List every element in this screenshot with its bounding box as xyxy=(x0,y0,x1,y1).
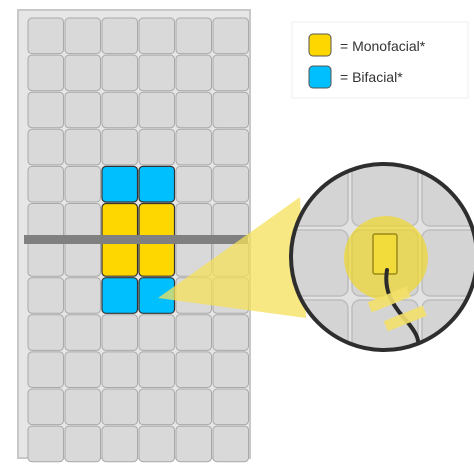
panel-cell xyxy=(213,352,249,388)
panel-cell xyxy=(213,426,249,462)
legend-swatch-bifacial xyxy=(309,66,331,88)
panel-cell xyxy=(176,426,212,462)
panel-cell xyxy=(176,204,212,240)
panel-cell xyxy=(176,18,212,54)
panel-cell-monofacial xyxy=(102,241,138,277)
magnified-cell xyxy=(282,370,348,436)
panel-cell xyxy=(176,389,212,425)
panel-cell xyxy=(65,389,101,425)
panel-cell xyxy=(65,166,101,202)
panel-cell xyxy=(28,278,64,314)
panel-cell xyxy=(213,92,249,128)
magnified-cell xyxy=(352,300,418,366)
panel-cell xyxy=(28,426,64,462)
panel-cell-monofacial xyxy=(139,204,175,240)
panel-cell xyxy=(28,166,64,202)
panel-cell xyxy=(65,278,101,314)
magnified-cell xyxy=(352,370,418,436)
panel-cell xyxy=(176,352,212,388)
panel-cell xyxy=(65,55,101,91)
panel-cell xyxy=(139,389,175,425)
magnified-cell xyxy=(422,370,474,436)
panel-cell xyxy=(28,55,64,91)
panel-cell xyxy=(102,129,138,165)
panel-cell-bifacial xyxy=(102,166,138,202)
panel-divider-bar xyxy=(24,235,248,244)
panel-cell xyxy=(102,389,138,425)
panel-cell xyxy=(28,352,64,388)
panel-cell xyxy=(176,92,212,128)
legend-label-bifacial: = Bifacial* xyxy=(340,69,403,85)
panel-cell xyxy=(65,352,101,388)
panel-cell-bifacial xyxy=(102,278,138,314)
panel-cell-monofacial xyxy=(139,241,175,277)
magnified-cell xyxy=(422,300,474,366)
panel-cell xyxy=(176,129,212,165)
panel-cell xyxy=(28,92,64,128)
panel-cell xyxy=(176,166,212,202)
panel-cell xyxy=(213,55,249,91)
panel-cell xyxy=(28,241,64,277)
panel-cell xyxy=(139,18,175,54)
panel-cell xyxy=(139,129,175,165)
panel-cell xyxy=(139,315,175,351)
junction-box xyxy=(373,234,397,274)
panel-cell xyxy=(65,315,101,351)
panel-cell xyxy=(28,204,64,240)
panel-cell xyxy=(176,315,212,351)
panel-cell-monofacial xyxy=(102,204,138,240)
panel-cell xyxy=(28,389,64,425)
panel-cell xyxy=(102,352,138,388)
panel-cell xyxy=(65,18,101,54)
panel-cell xyxy=(102,92,138,128)
panel-cell xyxy=(213,166,249,202)
panel-cell xyxy=(102,55,138,91)
panel-cell-bifacial xyxy=(139,166,175,202)
legend-label-monofacial: = Monofacial* xyxy=(340,38,426,54)
panel-cell xyxy=(65,204,101,240)
panel-cell xyxy=(28,129,64,165)
panel-cell xyxy=(102,18,138,54)
legend: = Monofacial* = Bifacial* xyxy=(292,22,468,98)
panel-cell xyxy=(176,55,212,91)
panel-cell xyxy=(139,352,175,388)
magnified-cell xyxy=(422,230,474,296)
panel-cell xyxy=(65,92,101,128)
panel-cell xyxy=(213,389,249,425)
panel-cell xyxy=(65,426,101,462)
panel-cell xyxy=(213,129,249,165)
panel-cell xyxy=(102,315,138,351)
panel-cell xyxy=(102,426,138,462)
panel-cell xyxy=(213,204,249,240)
panel-cell xyxy=(139,55,175,91)
panel-cell xyxy=(139,92,175,128)
panel-cell xyxy=(213,18,249,54)
panel-cell xyxy=(213,315,249,351)
panel-cell xyxy=(65,241,101,277)
panel-cell xyxy=(65,129,101,165)
panel-cell xyxy=(139,426,175,462)
legend-swatch-monofacial xyxy=(309,34,331,56)
panel-cell xyxy=(28,18,64,54)
panel-cell xyxy=(28,315,64,351)
